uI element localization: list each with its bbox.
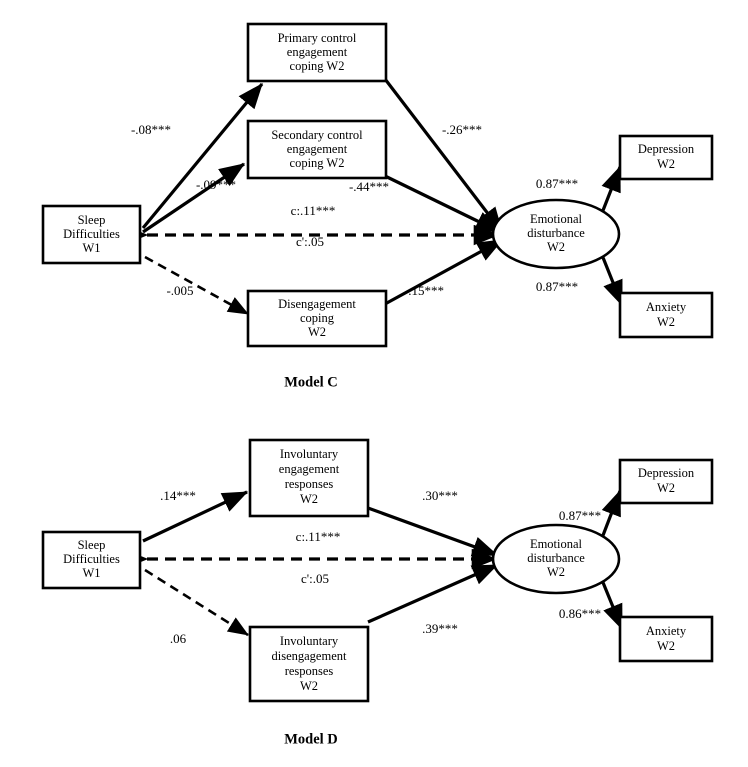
node-line: coping [300, 311, 335, 325]
node-line: engagement [279, 462, 340, 476]
node-line: Disengagement [278, 297, 356, 311]
node-line: disengagement [272, 649, 348, 663]
path-emotional-to-depression [600, 489, 622, 539]
node-line: responses [285, 477, 334, 491]
node-line: Anxiety [646, 300, 687, 314]
node-anxiety-w2[interactable]: Anxiety W2 [618, 291, 714, 339]
node-line: W1 [82, 241, 100, 255]
node-line: Emotional [530, 537, 583, 551]
node-line: W2 [657, 639, 675, 653]
coef-primary-control-to-emotional: -.26*** [442, 122, 482, 137]
coef-emotional-to-anxiety: 0.86*** [559, 606, 601, 621]
node-line: W2 [300, 492, 318, 506]
node-line: W1 [82, 566, 100, 580]
coef-disengagement-to-emotional: -.15*** [404, 283, 444, 298]
path-involuntary-engagement-to-emotional [367, 506, 499, 557]
node-primary-control-engagement-coping-w2[interactable]: Primary control engagement coping W2 [246, 22, 388, 83]
model-c-caption: Model C [284, 374, 338, 390]
node-line: W2 [547, 240, 565, 254]
node-line: Anxiety [646, 624, 687, 638]
path-sleep-to-involuntary-disengagement [144, 568, 249, 637]
node-line: Involuntary [280, 634, 339, 648]
node-line: Depression [638, 466, 695, 480]
coef-sleep-to-primary-control: -.08*** [131, 122, 171, 137]
coef-secondary-control-to-emotional: -.44*** [349, 179, 389, 194]
path-involuntary-disengagement-to-emotional [367, 563, 499, 624]
coef-emotional-to-anxiety: 0.87*** [536, 279, 578, 294]
coef-involuntary-engagement-to-emotional: .30*** [422, 488, 458, 503]
path-sleep-to-primary-control [141, 82, 264, 230]
node-line: Depression [638, 142, 695, 156]
coef-sleep-to-disengagement: -.005 [166, 283, 193, 298]
node-line: Involuntary [280, 447, 339, 461]
path-emotional-to-anxiety [600, 254, 624, 307]
node-emotional-disturbance-w2[interactable]: Emotional disturbance W2 [491, 523, 621, 595]
node-line: engagement [287, 45, 348, 59]
node-line: Sleep [78, 538, 106, 552]
path-sleep-to-involuntary-engagement [142, 490, 249, 543]
model-d-diagram: Sleep Difficulties W1 Involuntary engage… [41, 438, 714, 747]
model-d-caption: Model D [284, 731, 338, 747]
node-line: disturbance [527, 226, 585, 240]
node-line: Secondary control [271, 128, 363, 142]
node-line: Emotional [530, 212, 583, 226]
coef-sleep-to-involuntary-disengagement: .06 [170, 631, 187, 646]
coef-sleep-to-secondary-control: -.09*** [196, 177, 236, 192]
node-line: Difficulties [63, 227, 120, 241]
coef-emotional-to-depression: 0.87*** [536, 176, 578, 191]
path-primary-control-to-emotional [383, 78, 504, 234]
path-sleep-to-secondary-control [142, 162, 246, 234]
path-emotional-to-depression [600, 165, 622, 214]
node-involuntary-engagement-responses-w2[interactable]: Involuntary engagement responses W2 [248, 438, 370, 518]
node-depression-w2[interactable]: Depression W2 [618, 134, 714, 181]
node-secondary-control-engagement-coping-w2[interactable]: Secondary control engagement coping W2 [246, 119, 388, 180]
path-secondary-control-to-emotional [384, 174, 502, 234]
node-line: responses [285, 664, 334, 678]
node-anxiety-w2[interactable]: Anxiety W2 [618, 615, 714, 663]
node-line: Difficulties [63, 552, 120, 566]
node-involuntary-disengagement-responses-w2[interactable]: Involuntary disengagement responses W2 [248, 625, 370, 703]
coef-direct-total: c:.11*** [291, 203, 336, 218]
node-line: W2 [308, 325, 326, 339]
node-depression-w2[interactable]: Depression W2 [618, 458, 714, 505]
node-line: Primary control [278, 31, 357, 45]
coef-direct-residual: c':.05 [301, 571, 329, 586]
node-line: W2 [300, 679, 318, 693]
model-c-diagram: Sleep Difficulties W1 Primary control en… [41, 22, 714, 390]
path-disengagement-to-emotional [384, 238, 504, 306]
coef-emotional-to-depression: 0.87*** [559, 508, 601, 523]
node-sleep-difficulties-w1[interactable]: Sleep Difficulties W1 [41, 530, 142, 590]
node-line: coping W2 [290, 59, 345, 73]
node-line: coping W2 [290, 156, 345, 170]
node-line: W2 [657, 157, 675, 171]
coef-involuntary-disengagement-to-emotional: .39*** [422, 621, 458, 636]
coef-direct-residual: c':.05 [296, 234, 324, 249]
path-emotional-to-anxiety [600, 579, 624, 631]
node-line: Sleep [78, 213, 106, 227]
node-line: W2 [657, 315, 675, 329]
node-sleep-difficulties-w1[interactable]: Sleep Difficulties W1 [41, 204, 142, 265]
coef-direct-total: c:.11*** [296, 529, 341, 544]
node-disengagement-coping-w2[interactable]: Disengagement coping W2 [246, 289, 388, 348]
coef-sleep-to-involuntary-engagement: .14*** [160, 488, 196, 503]
node-emotional-disturbance-w2[interactable]: Emotional disturbance W2 [491, 198, 621, 270]
node-line: engagement [287, 142, 348, 156]
node-line: W2 [657, 481, 675, 495]
path-sleep-to-disengagement [144, 255, 249, 316]
node-line: W2 [547, 565, 565, 579]
node-line: disturbance [527, 551, 585, 565]
